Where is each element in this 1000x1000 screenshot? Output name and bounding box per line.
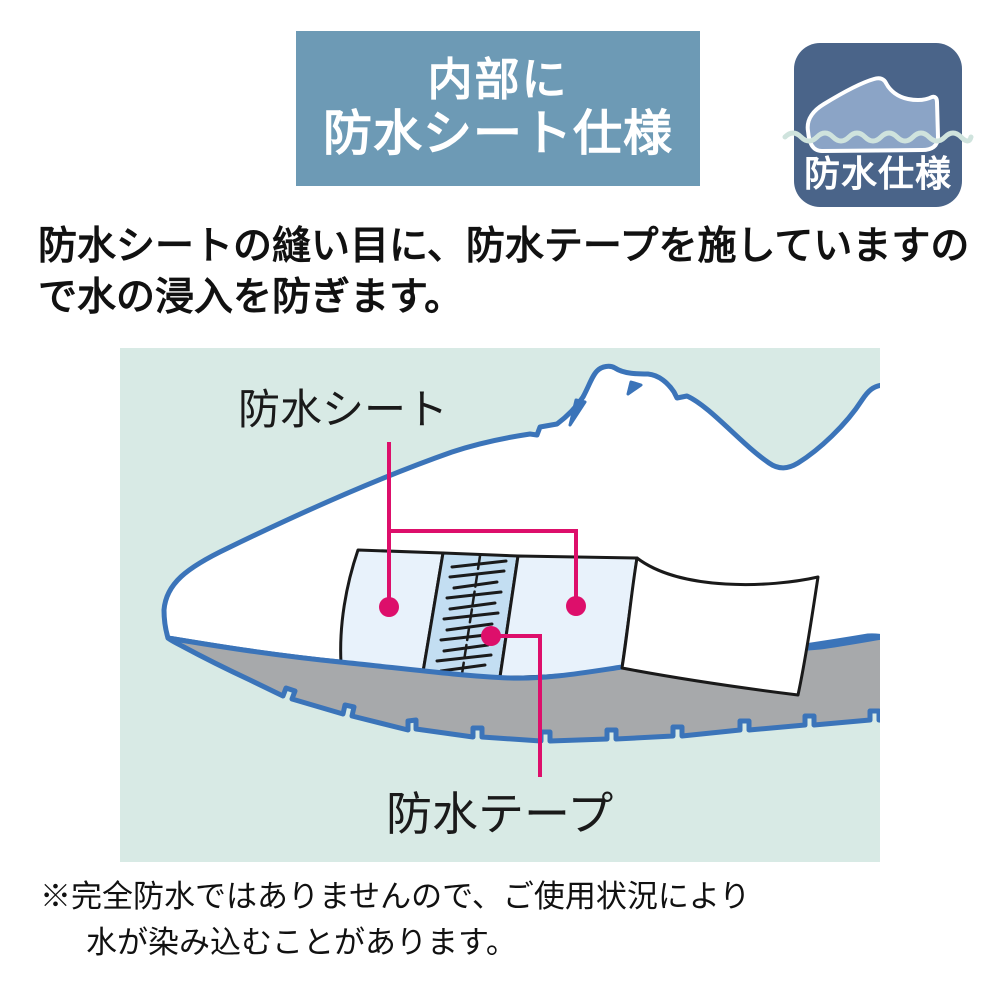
diagram-canvas: 防水シート 防水テープ — [120, 348, 880, 862]
footnote-line2: 水が染み込むことがあります。 — [86, 924, 517, 960]
annotation-lines — [387, 442, 578, 777]
footnote: ※完全防水ではありませんので、ご使用状況により 水が染み込むことがあります。 — [40, 874, 970, 966]
collar-detail-triangle-small — [626, 380, 643, 396]
badge-shoe-silhouette — [805, 76, 940, 153]
footnote-line1: ※完全防水ではありませんので、ご使用状況により — [40, 879, 751, 914]
seam-stitching — [435, 554, 508, 676]
header-title-line1: 内部に — [427, 54, 569, 106]
tape-dot — [481, 626, 501, 646]
waterproof-shoe-icon — [782, 76, 974, 153]
tape-label: 防水テープ — [386, 788, 613, 840]
shoe-cutaway-diagram: 防水シート 防水テープ — [120, 348, 880, 862]
collar-detail-triangle-large — [568, 398, 587, 427]
description-line1: 防水シートの縫い目に、防水テープを施していますの — [38, 225, 970, 268]
sheet-label: 防水シート — [238, 386, 448, 433]
header-title-line2: 防水シート仕様 — [322, 107, 673, 162]
badge-label: 防水仕様 — [803, 153, 952, 194]
annotation-dots — [379, 596, 586, 646]
header-banner: 内部に 防水シート仕様 — [296, 31, 700, 186]
description-text: 防水シートの縫い目に、防水テープを施していますの で水の浸入を防ぎます。 — [38, 222, 978, 323]
waterproof-sheet-right-panel — [498, 554, 639, 679]
sheet-dot-left — [379, 597, 399, 617]
sheet-dot-right — [566, 596, 586, 616]
badge-water-wave — [782, 130, 974, 144]
peeled-upper-flap — [620, 556, 820, 697]
tape-pointer-line — [495, 634, 542, 777]
sheet-pointer-branch — [389, 529, 578, 602]
waterproof-badge: 防水仕様 — [782, 43, 974, 207]
description-line2: で水の浸入を防ぎます。 — [38, 275, 464, 319]
